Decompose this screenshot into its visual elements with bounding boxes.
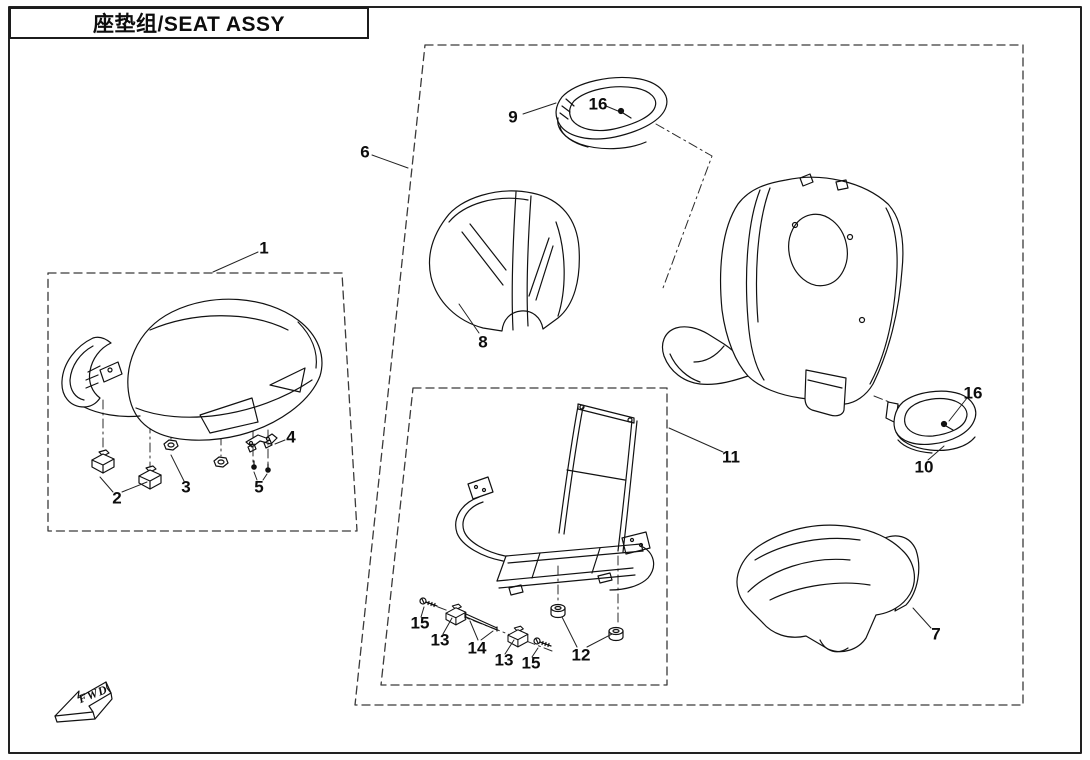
callout-13a: 13	[430, 630, 450, 650]
part-13-clips	[445, 603, 529, 648]
page-border	[8, 6, 1082, 754]
callout-12: 12	[571, 645, 591, 665]
callout-5: 5	[254, 477, 264, 497]
callout-8: 8	[478, 332, 488, 352]
fwd-arrow-icon	[54, 681, 113, 723]
callout-6: 6	[360, 142, 370, 162]
part-8-backrest-pad-drawing	[428, 190, 580, 332]
callout-1: 1	[259, 238, 269, 258]
part-4-bracket	[245, 433, 278, 453]
part-16-screw-right	[940, 420, 954, 431]
callout-2: 2	[112, 488, 122, 508]
part-15-screws	[419, 597, 552, 648]
callout-15a: 15	[410, 613, 430, 633]
part-1-seat-drawing	[61, 298, 323, 441]
part-12-nuts	[550, 603, 624, 642]
callout-15b: 15	[521, 653, 541, 673]
leader-lines	[99, 102, 968, 658]
backrest-base-drawing	[661, 173, 904, 417]
callout-4: 4	[286, 427, 296, 447]
part-14-pin	[464, 612, 498, 632]
callout-10: 10	[914, 457, 934, 477]
part-3-nuts	[163, 439, 229, 468]
callout-14: 14	[467, 638, 487, 658]
dashed-box-11	[380, 387, 668, 686]
dashed-box-1	[47, 272, 358, 532]
part-10-handle-drawing	[885, 390, 977, 454]
part-9-handle-drawing	[555, 76, 668, 150]
callout-13b: 13	[494, 650, 514, 670]
callout-16b: 16	[963, 383, 983, 403]
callout-11: 11	[722, 447, 740, 467]
callout-3: 3	[181, 477, 191, 497]
part-2-clips	[91, 449, 162, 490]
callout-16a: 16	[588, 94, 608, 114]
title-box: 座垫组/SEAT ASSY	[9, 7, 369, 39]
dashed-box-6	[354, 44, 1024, 706]
callout-9: 9	[508, 107, 518, 127]
part-5-screws	[251, 460, 271, 473]
page-title: 座垫组/SEAT ASSY	[92, 13, 286, 36]
callout-7: 7	[931, 624, 941, 644]
part-11-frame-drawing	[455, 403, 655, 596]
part-7-cowl-drawing	[736, 524, 920, 653]
